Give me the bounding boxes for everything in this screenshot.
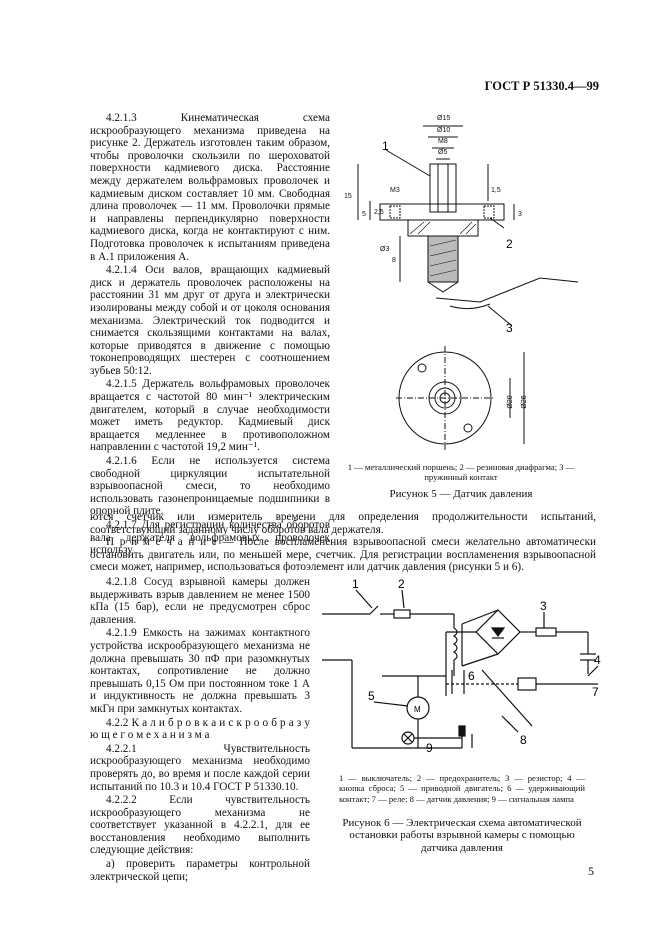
- paragraph-4-2-1-3: 4.2.1.3 Кинематическая схема искрообразу…: [90, 112, 330, 263]
- note-text: После воспламенения взрывоопасной смеси …: [90, 536, 596, 574]
- fig6-label-4: 4: [594, 653, 601, 667]
- note-label: П р и м е ч а н и е —: [106, 536, 234, 548]
- fig6-label-6: 6: [468, 669, 475, 683]
- dim-h8: 8: [392, 257, 396, 264]
- paragraph-4-2-1-9: 4.2.1.9 Емкость на зажимах контактного у…: [90, 627, 310, 715]
- fig5-label-2: 2: [506, 237, 513, 251]
- fig6-label-2: 2: [398, 577, 405, 591]
- dim-d26: Ø26: [521, 395, 528, 408]
- dim-h3: 3: [518, 211, 522, 218]
- paragraph-4-2-1-4: 4.2.1.4 Оси валов, вращающих кадмиевый д…: [90, 264, 330, 377]
- figure-5-pressure-sensor: Ø15 Ø10 M8 Ø5 15 5 2,5 M3 Ø3 1,5 3 8: [344, 115, 579, 450]
- note: П р и м е ч а н и е — После воспламенени…: [90, 536, 596, 574]
- fig6-label-3: 3: [540, 599, 547, 613]
- fig6-label-9: 9: [426, 741, 433, 755]
- wide-paragraph: ются счетчик или измеритель времени для …: [90, 511, 596, 536]
- list-item-a: а) проверить параметры контрольной элект…: [90, 858, 310, 883]
- fig6-label-1: 1: [352, 577, 359, 591]
- left-column-top: 4.2.1.3 Кинематическая схема искрообразу…: [90, 112, 330, 557]
- fig6-label-8: 8: [520, 733, 527, 747]
- dim-d3: Ø3: [380, 246, 389, 253]
- dim-m3: M3: [390, 187, 400, 194]
- paragraph-4-2-1-6: 4.2.1.6 Если не используется система сво…: [90, 455, 330, 518]
- dim-h15: 15: [344, 193, 352, 200]
- fig5-label-1: 1: [382, 139, 389, 153]
- dim-h5: 5: [362, 211, 366, 218]
- dim-d10: Ø10: [437, 127, 450, 134]
- dim-h15b: 1,5: [491, 187, 501, 194]
- dim-d15: Ø15: [437, 115, 450, 122]
- paragraph-4-2-2-1: 4.2.2.1 Чувствительность искрообразующег…: [90, 742, 310, 793]
- dim-m8: M8: [438, 138, 448, 145]
- figure-5-legend: 1 — металлический поршень; 2 — резиновая…: [347, 462, 575, 483]
- figure-6-caption: Рисунок 6 — Электрическая схема автомати…: [342, 817, 582, 854]
- dim-d20: Ø20: [507, 395, 514, 408]
- figure-5-caption: Рисунок 5 — Датчик давления: [389, 488, 533, 500]
- paragraph-4-2-1-8: 4.2.1.8 Сосуд взрывной камеры должен выд…: [90, 576, 310, 626]
- motor-symbol: M: [414, 705, 421, 714]
- page-number: 5: [588, 864, 594, 878]
- fig5-label-3: 3: [506, 321, 513, 335]
- paragraph-4-2-2-2: 4.2.2.2 Если чувствительность искрообраз…: [90, 794, 310, 857]
- paragraph-4-2-1-7: 4.2.1.7 Для регистрации количества оборо…: [90, 519, 330, 557]
- figure-6-circuit: 1 2 3 4 5 6 7 8 9 M: [322, 577, 601, 755]
- document-header: ГОСТ Р 51330.4—99: [484, 79, 599, 93]
- figure-6-legend: 1 — выключатель; 2 — предохранитель; 3 —…: [339, 773, 585, 804]
- paragraph-4-2-1-5: 4.2.1.5 Держатель вольфрамовых проволоче…: [90, 378, 330, 454]
- fig6-label-7: 7: [592, 685, 599, 699]
- left-column-bottom: 4.2.1.8 Сосуд взрывной камеры должен выд…: [90, 576, 310, 883]
- dim-h25: 2,5: [374, 209, 384, 216]
- dim-d5: Ø5: [438, 149, 447, 156]
- heading-4-2-2: 4.2.2 К а л и б р о в к а и с к р о о б …: [90, 716, 310, 742]
- fig6-label-5: 5: [368, 689, 375, 703]
